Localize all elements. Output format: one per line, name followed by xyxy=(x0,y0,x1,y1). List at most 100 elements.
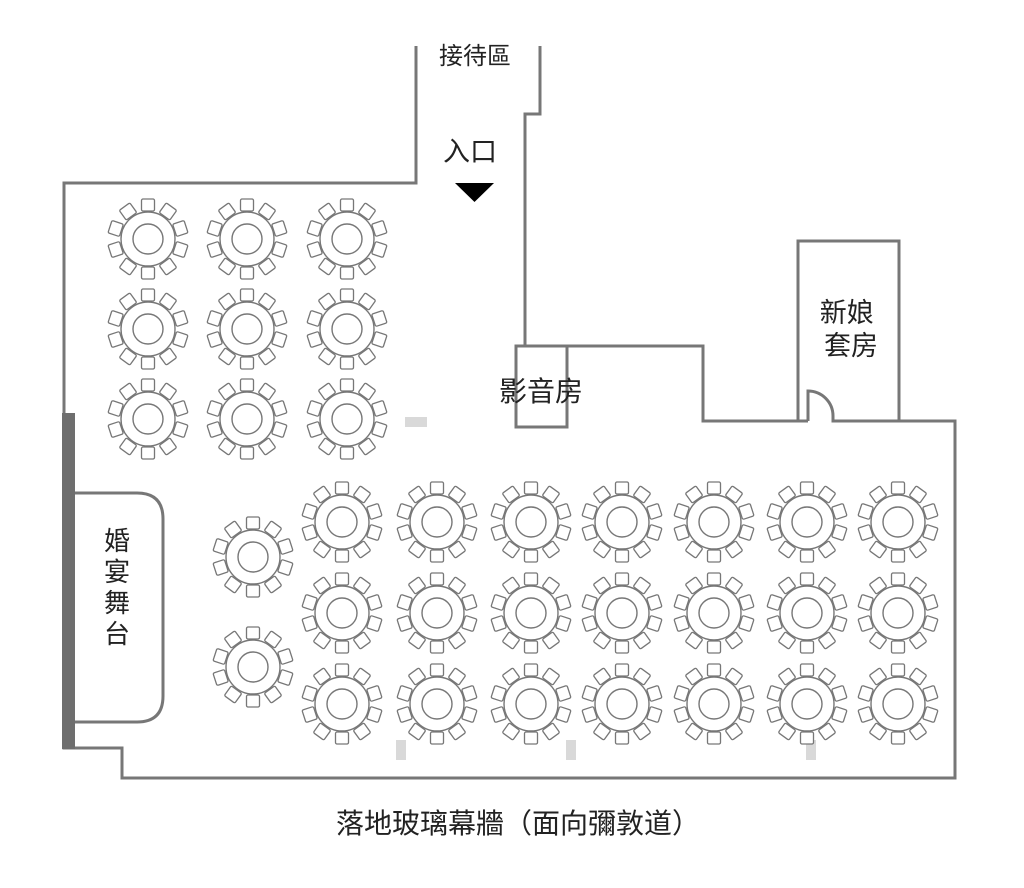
chair xyxy=(922,615,939,632)
chair xyxy=(818,631,836,650)
chair xyxy=(555,503,572,520)
chair xyxy=(869,576,887,595)
chair xyxy=(857,706,874,723)
chair xyxy=(429,481,445,495)
bridal-suite-walls xyxy=(796,239,901,421)
chair xyxy=(264,630,282,649)
chair xyxy=(646,615,663,632)
chair xyxy=(614,572,630,586)
table-centerpiece xyxy=(331,403,363,435)
chair xyxy=(448,540,466,559)
chair xyxy=(890,481,906,495)
table-top xyxy=(686,676,742,732)
chair xyxy=(706,572,722,586)
chair xyxy=(212,538,229,555)
chair xyxy=(206,331,223,348)
chair xyxy=(646,524,663,541)
table-centerpiece xyxy=(132,223,164,255)
chair xyxy=(271,331,288,348)
bridal-suite-label: 新娘 套房 xyxy=(820,298,883,362)
bridal-suite-door xyxy=(806,389,901,423)
chair xyxy=(581,594,598,611)
chair xyxy=(890,731,906,745)
chair xyxy=(922,524,939,541)
stage-label: 婚宴舞台 xyxy=(104,527,130,650)
chair xyxy=(490,615,507,632)
table-top xyxy=(503,494,559,550)
chair xyxy=(725,631,743,650)
chair xyxy=(396,706,413,723)
round-table xyxy=(490,663,572,745)
chair xyxy=(334,731,350,745)
table-centerpiece xyxy=(326,506,358,538)
chair xyxy=(555,594,572,611)
table-centerpiece xyxy=(132,403,164,435)
pillar xyxy=(806,740,816,760)
chair xyxy=(358,382,376,401)
table-centerpiece xyxy=(231,223,263,255)
chair xyxy=(490,524,507,541)
chair xyxy=(542,485,560,504)
chair xyxy=(206,400,223,417)
table-top xyxy=(225,529,281,585)
chair xyxy=(461,706,478,723)
chair xyxy=(206,220,223,237)
chair xyxy=(313,722,331,741)
chair xyxy=(523,640,539,654)
chair xyxy=(909,576,927,595)
chair xyxy=(396,503,413,520)
chair xyxy=(831,524,848,541)
table-top xyxy=(314,494,370,550)
chair xyxy=(542,576,560,595)
chair xyxy=(818,576,836,595)
chair xyxy=(277,648,294,665)
chair xyxy=(172,331,189,348)
chair xyxy=(339,266,355,280)
chair xyxy=(461,503,478,520)
pillar xyxy=(396,740,406,760)
table-centerpiece xyxy=(421,597,453,629)
chair xyxy=(239,288,255,302)
chair xyxy=(408,540,426,559)
chair xyxy=(869,631,887,650)
chair xyxy=(212,669,229,686)
chair xyxy=(339,198,355,212)
chair xyxy=(555,615,572,632)
chair xyxy=(593,540,611,559)
round-table xyxy=(206,288,288,370)
av-room-label: 影音房 xyxy=(499,375,583,408)
chair xyxy=(869,485,887,504)
round-table xyxy=(212,516,294,598)
table-top xyxy=(870,585,926,641)
chair xyxy=(778,576,796,595)
chair xyxy=(857,615,874,632)
chair xyxy=(301,615,318,632)
chair xyxy=(218,257,236,276)
chair xyxy=(366,524,383,541)
round-table xyxy=(673,572,755,654)
chair xyxy=(306,310,323,327)
chair xyxy=(766,706,783,723)
round-table xyxy=(396,572,478,654)
chair xyxy=(159,382,177,401)
chair xyxy=(271,421,288,438)
chair xyxy=(339,446,355,460)
chair xyxy=(313,667,331,686)
chair xyxy=(523,481,539,495)
table-centerpiece xyxy=(331,313,363,345)
round-table xyxy=(212,626,294,708)
chair xyxy=(371,220,388,237)
chair xyxy=(239,446,255,460)
chair xyxy=(555,685,572,702)
table-centerpiece xyxy=(791,597,823,629)
chair xyxy=(206,421,223,438)
table-top xyxy=(409,676,465,732)
chair xyxy=(818,722,836,741)
chair xyxy=(502,667,520,686)
chair xyxy=(448,722,466,741)
round-table xyxy=(490,572,572,654)
chair xyxy=(334,640,350,654)
av-room xyxy=(514,344,569,429)
chair xyxy=(264,575,282,594)
chair xyxy=(593,667,611,686)
